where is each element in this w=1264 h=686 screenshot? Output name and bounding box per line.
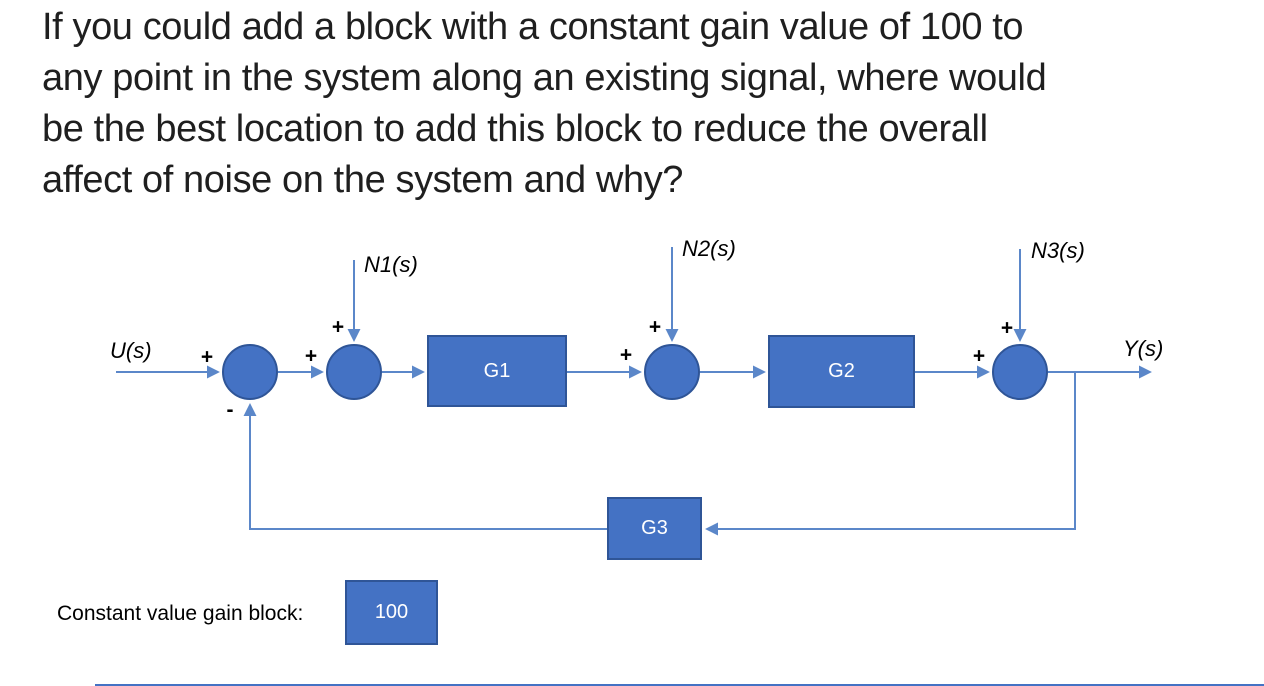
feedback-return-line xyxy=(243,403,607,530)
sum3-plus-sign-top: + xyxy=(648,315,662,339)
noise1-signal-label: N1(s) xyxy=(364,252,418,277)
bottom-edge-line xyxy=(95,684,1264,686)
block-g1-label: G1 xyxy=(483,359,511,382)
input-signal-label: U(s) xyxy=(110,338,152,363)
question-line: any point in the system along an existin… xyxy=(42,57,1047,99)
gain-block-value: 100 xyxy=(374,601,409,623)
block-g2: G2 xyxy=(768,335,915,408)
question-line: If you could add a block with a constant… xyxy=(42,6,1024,48)
gain-block-caption: Constant value gain block: xyxy=(57,602,304,625)
question-text: If you could add a block with a constant… xyxy=(42,2,1047,206)
noise3-signal-label: N3(s) xyxy=(1031,238,1085,263)
sum2-plus-sign-top: + xyxy=(331,315,345,339)
block-g3: G3 xyxy=(607,497,702,560)
block-g1: G1 xyxy=(427,335,567,407)
block-g3-label: G3 xyxy=(641,517,668,539)
block-g2-label: G2 xyxy=(828,360,855,382)
sum1-plus-sign: + xyxy=(200,345,214,369)
feedback-tap-line xyxy=(705,372,1076,536)
sum-junction-1 xyxy=(222,344,278,400)
sum2-plus-sign-left: + xyxy=(304,344,318,368)
sum-junction-2 xyxy=(326,344,382,400)
gain-block: 100 xyxy=(345,580,438,645)
sum4-plus-sign-top: + xyxy=(1000,316,1014,340)
sum1-minus-sign: - xyxy=(226,398,234,422)
sum-junction-3 xyxy=(644,344,700,400)
noise2-signal-label: N2(s) xyxy=(682,236,736,261)
sum4-plus-sign-left: + xyxy=(972,344,986,368)
question-line: be the best location to add this block t… xyxy=(42,108,988,150)
output-signal-label: Y(s) xyxy=(1123,336,1164,361)
sum3-plus-sign-left: + xyxy=(619,343,633,367)
sum-junction-4 xyxy=(992,344,1048,400)
question-line: affect of noise on the system and why? xyxy=(42,159,684,201)
